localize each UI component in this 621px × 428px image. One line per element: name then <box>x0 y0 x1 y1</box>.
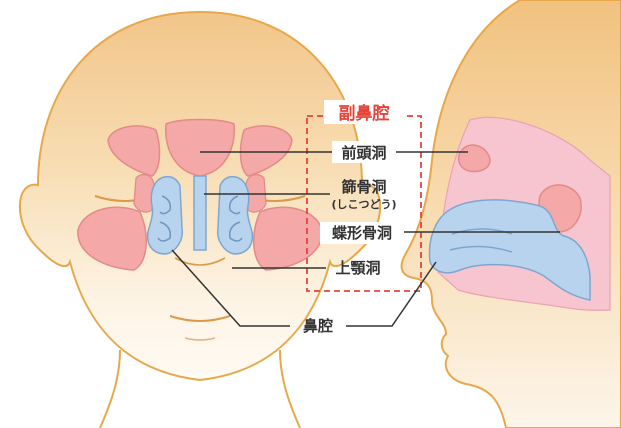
ethmoid-sinus-label: 篩骨洞 <box>341 178 386 196</box>
frontal-sinus-label: 前頭洞 <box>341 144 386 162</box>
nasal-cavity-label: 鼻腔 <box>303 317 333 335</box>
ethmoid-sinus-reading: (しこつどう) <box>331 198 396 211</box>
group-title: 副鼻腔 <box>339 103 390 124</box>
sphenoid-sinus-label: 蝶形骨洞 <box>332 224 392 242</box>
maxillary-sinus-label: 上顎洞 <box>335 259 380 277</box>
nasal-septum <box>194 176 206 250</box>
profile-head <box>402 0 621 428</box>
front-face <box>20 12 380 428</box>
